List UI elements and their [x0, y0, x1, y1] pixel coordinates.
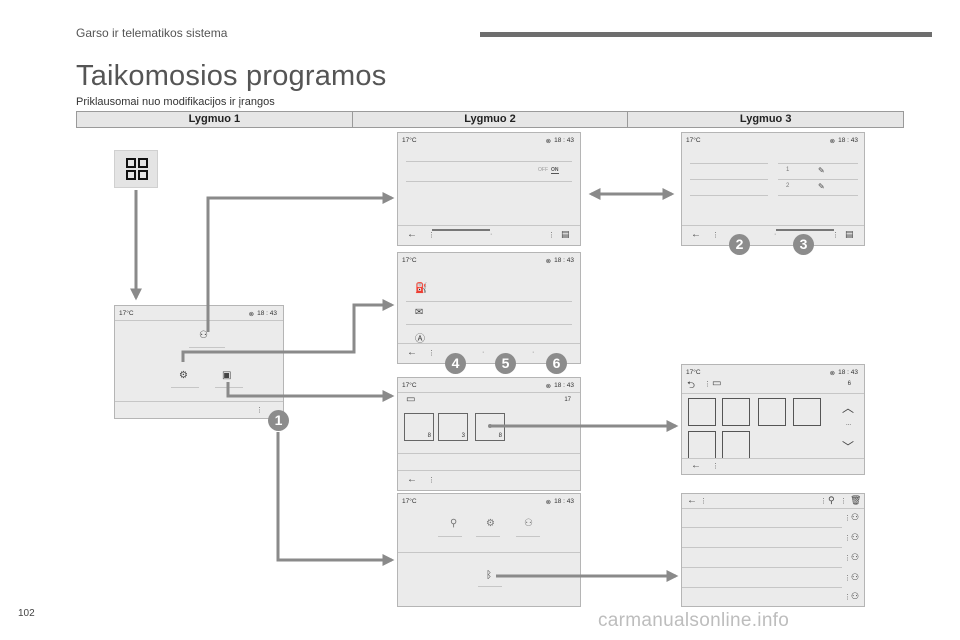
chevron-down-icon[interactable]: ﹀ [842, 440, 855, 454]
device-profile-icon[interactable]: ⚇ [851, 512, 860, 522]
device-profile-icon[interactable]: ⚇ [851, 572, 860, 582]
device-profile-icon[interactable]: ⚇ [851, 591, 860, 601]
level3-photo-grid-screen: 17°C ⊗18 : 43 ⮌ ⋮ ▭ 6 ︿ ... ﹀ ← ⋮ [681, 364, 865, 475]
back-arrow-icon[interactable]: ← [407, 474, 417, 485]
photo-tile[interactable] [722, 398, 750, 426]
level-3-header: Lygmuo 3 [739, 113, 792, 125]
back-arrow-icon[interactable]: ← [691, 460, 701, 471]
settings-icon[interactable]: ⚙ [179, 370, 188, 381]
callout-badge-1: 1 [268, 410, 289, 431]
temperature-readout: 17°C [402, 498, 417, 505]
time-readout: 18 : 43 [554, 257, 574, 264]
search-icon[interactable]: ⚲ [828, 495, 835, 505]
profile-icon[interactable]: Ⓐ [415, 334, 425, 345]
envelope-icon[interactable]: ✉ [415, 307, 424, 318]
time-readout: 18 : 43 [838, 369, 858, 376]
photo-tile[interactable] [722, 431, 750, 459]
mobile-app-icon[interactable]: ⚲ [450, 518, 458, 529]
edit-icon[interactable]: ✎ [818, 182, 825, 191]
level2-photos-screen: 17°C ⊗18 : 43 ▭ 17 8 3 8 ← ⋮ [397, 377, 581, 491]
time-readout: 18 : 43 [554, 498, 574, 505]
level3-settings-detail-screen: 17°C ⊗18 : 43 1 2 ✎ ✎ ← ⋮ · ⋮ ▤ [681, 132, 865, 246]
photo-tile[interactable] [688, 398, 716, 426]
temperature-readout: 17°C [686, 369, 701, 376]
level1-applications-screen: 17°C ⊗18 : 43 ⚇ ⚙ ▣ ⋮ [114, 305, 284, 419]
album-tile[interactable]: 8 [404, 413, 434, 441]
level-header-row: Lygmuo 1 Lygmuo 2 Lygmuo 3 [76, 111, 904, 128]
level3-bluetooth-devices-screen: ← ⋮ ⋮ ⚲ ⋮ 🗑 ⋮ ⚇ ⋮ ⚇ ⋮ ⚇ ⋮ ⚇ ⋮ ⚇ [681, 493, 865, 607]
device-profile-icon[interactable]: ⚇ [851, 552, 860, 562]
photo-tile[interactable] [758, 398, 786, 426]
callout-badge-4: 4 [445, 353, 466, 374]
folder-icon[interactable]: ▭ [712, 378, 722, 389]
time-readout: 18 : 43 [257, 310, 277, 317]
photo-grid-count: 6 [847, 381, 851, 387]
section-divider-bar [480, 32, 932, 37]
folder-icon[interactable]: ▭ [406, 394, 416, 405]
callout-badge-3: 3 [793, 234, 814, 255]
level2-connections-screen: 17°C ⊗18 : 43 ⚲ ⚙ ⚇ ᛒ [397, 493, 581, 607]
assistance-icon[interactable]: ⚇ [524, 518, 533, 529]
clock-icon: ⊗ [545, 499, 552, 506]
fuel-pump-icon[interactable]: ⛽ [415, 283, 428, 294]
temperature-readout: 17°C [686, 137, 701, 144]
option-number-1: 1 [786, 167, 790, 173]
section-title: Garso ir telematikos sistema [76, 26, 228, 40]
option-number-2: 2 [786, 183, 790, 189]
connectivity-icon[interactable]: ⚙ [486, 518, 495, 529]
page-number: 102 [18, 608, 35, 619]
photo-tile[interactable] [793, 398, 821, 426]
clock-icon: ⊗ [829, 370, 836, 377]
clock-icon: ⊗ [545, 138, 552, 145]
level-2-header: Lygmuo 2 [353, 112, 629, 127]
off-on-toggle[interactable]: OFF ON [538, 167, 559, 174]
photo-count: 17 [564, 397, 571, 403]
time-readout: 18 : 43 [554, 137, 574, 144]
time-readout: 18 : 43 [838, 137, 858, 144]
edit-icon[interactable]: ✎ [818, 166, 825, 175]
back-arrow-icon[interactable]: ← [691, 229, 701, 240]
callout-badge-5: 5 [495, 353, 516, 374]
delete-icon[interactable]: 🗑 [850, 495, 862, 505]
watermark: carmanualsonline.info [598, 610, 790, 631]
album-tile[interactable]: 3 [438, 413, 468, 441]
page-subtitle: Priklausomai nuo modifikacijos ir įrango… [76, 96, 275, 108]
bluetooth-icon[interactable]: ᛒ [486, 570, 492, 581]
callout-badge-2: 2 [729, 234, 750, 255]
return-arrow-icon[interactable]: ⮌ [687, 380, 696, 391]
toggle-on-label: ON [551, 167, 559, 174]
back-arrow-icon[interactable]: ← [407, 347, 417, 358]
level2-settings-list-screen: 17°C ⊗18 : 43 ⛽ ✉ Ⓐ ← ⋮ · · [397, 252, 581, 364]
clock-icon: ⊗ [248, 311, 255, 318]
clock-icon: ⊗ [829, 138, 836, 145]
back-arrow-icon[interactable]: ← [407, 229, 417, 240]
temperature-readout: 17°C [402, 382, 417, 389]
scroll-dots: ... [846, 421, 852, 427]
callout-badge-6: 6 [546, 353, 567, 374]
clock-icon: ⊗ [545, 383, 552, 390]
temperature-readout: 17°C [402, 257, 417, 264]
photo-viewer-icon[interactable]: ▣ [222, 370, 232, 381]
applications-grid-icon[interactable] [114, 150, 158, 188]
temperature-readout: 17°C [119, 310, 134, 317]
status-bar: 17°C ⊗18 : 43 [115, 306, 283, 320]
clock-icon: ⊗ [545, 258, 552, 265]
save-icon[interactable]: ▤ [561, 229, 570, 239]
level2-vehicle-settings-screen: 17°C ⊗18 : 43 OFF ON ← ⋮ · ⋮ ▤ [397, 132, 581, 246]
toggle-off-label: OFF [538, 167, 548, 173]
level-1-header: Lygmuo 1 [77, 112, 353, 127]
time-readout: 18 : 43 [554, 382, 574, 389]
save-icon[interactable]: ▤ [845, 229, 854, 239]
chevron-up-icon[interactable]: ︿ [842, 401, 855, 415]
back-arrow-icon[interactable]: ← [687, 495, 697, 506]
device-profile-icon[interactable]: ⚇ [851, 532, 860, 542]
page-title: Taikomosios programos [76, 60, 387, 92]
temperature-readout: 17°C [402, 137, 417, 144]
connected-services-icon[interactable]: ⚇ [199, 330, 208, 341]
